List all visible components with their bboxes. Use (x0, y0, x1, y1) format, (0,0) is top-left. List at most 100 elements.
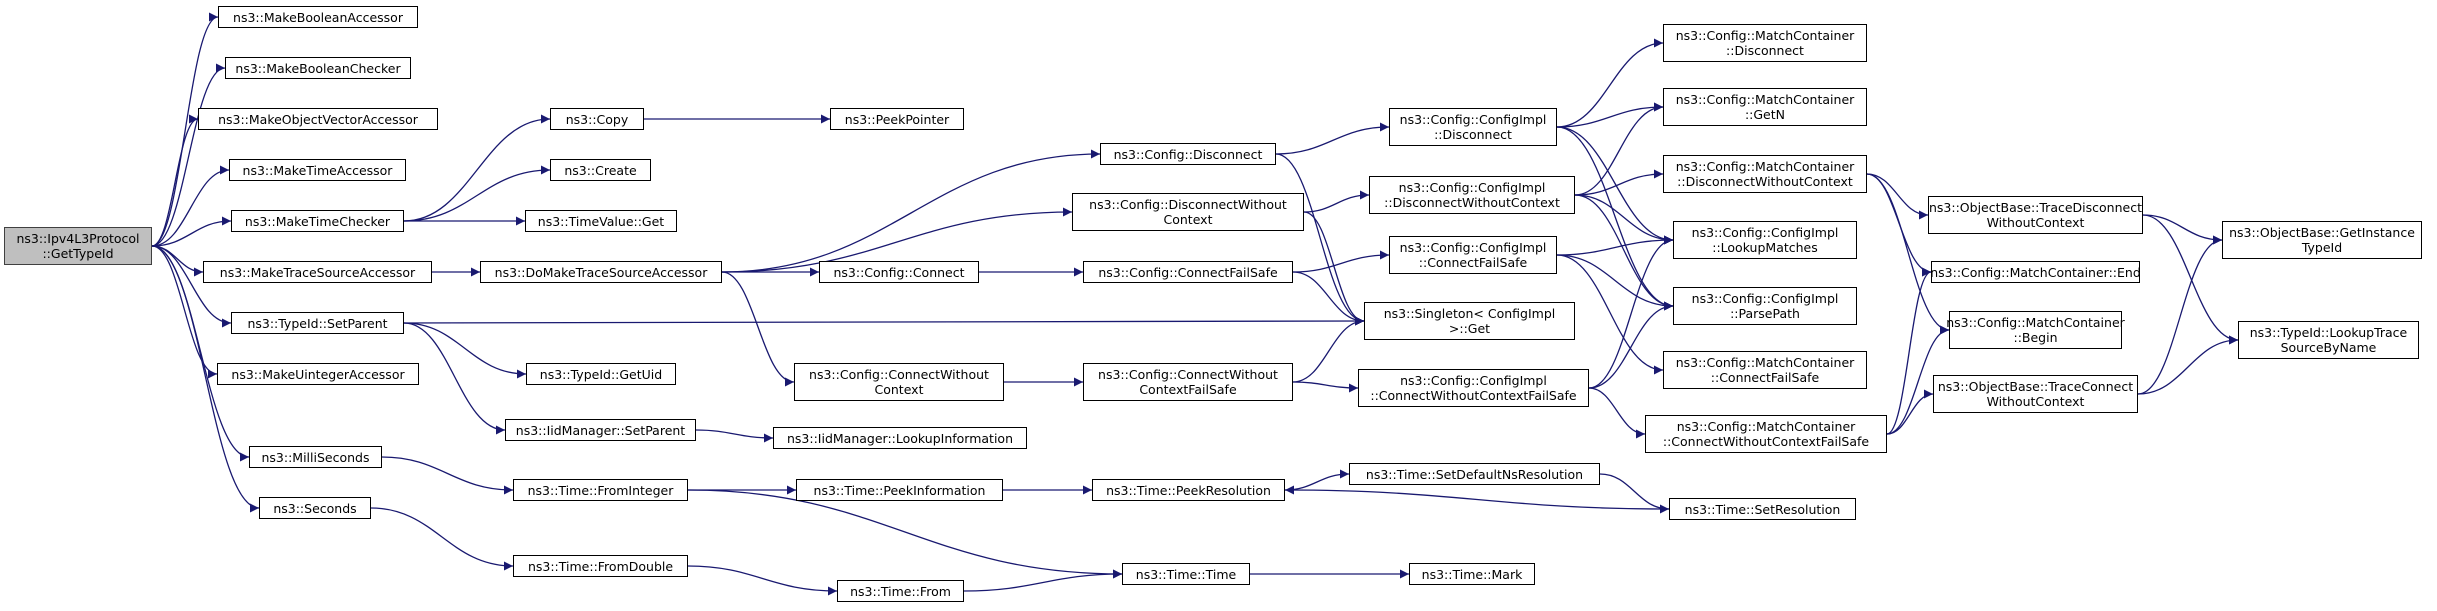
call-edge (721, 149, 1101, 273)
node-typeid-get-uid[interactable]: ns3::TypeId::GetUid (526, 363, 676, 385)
node-label: ns3::Time::PeekInformation (813, 482, 986, 498)
call-edge (403, 316, 1365, 326)
node-label: ns3::ObjectBase::TraceConnect WithoutCon… (1937, 379, 2134, 409)
node-seconds[interactable]: ns3::Seconds (259, 497, 371, 519)
node-make-boolean-accessor[interactable]: ns3::MakeBooleanAccessor (218, 6, 418, 28)
node-time-from[interactable]: ns3::Time::From (837, 580, 964, 602)
node-config-disconnect[interactable]: ns3::Config::Disconnect (1100, 143, 1276, 165)
call-edge (1556, 254, 1674, 311)
call-edge (151, 245, 218, 379)
node-configimpl-disconnect-without-context[interactable]: ns3::Config::ConfigImpl ::DisconnectWith… (1369, 176, 1575, 214)
node-label: ns3::Config::MatchContainer ::GetN (1675, 92, 1855, 122)
node-create[interactable]: ns3::Create (550, 159, 651, 181)
node-time-from-double[interactable]: ns3::Time::FromDouble (513, 555, 688, 577)
node-time-set-default-ns-resolution[interactable]: ns3::Time::SetDefaultNsResolution (1349, 463, 1600, 485)
node-time-mark[interactable]: ns3::Time::Mark (1409, 563, 1535, 585)
node-label: ns3::MakeBooleanChecker (235, 60, 401, 76)
node-make-time-accessor[interactable]: ns3::MakeTimeAccessor (229, 159, 406, 181)
node-config-connect-fail-safe[interactable]: ns3::Config::ConnectFailSafe (1083, 261, 1293, 283)
node-configimpl-connect-without-context-fail-safe[interactable]: ns3::Config::ConfigImpl ::ConnectWithout… (1358, 369, 1589, 407)
call-edge (1588, 387, 1646, 439)
node-configimpl-parse-path[interactable]: ns3::Config::ConfigImpl ::ParsePath (1673, 287, 1857, 325)
node-label: ns3::Time::Mark (1421, 566, 1523, 582)
node-configimpl-connect-fail-safe[interactable]: ns3::Config::ConfigImpl ::ConnectFailSaf… (1389, 236, 1557, 274)
node-ipv4l3protocol-gettypeid[interactable]: ns3::Ipv4L3Protocol ::GetTypeId (4, 227, 152, 265)
node-configimpl-disconnect[interactable]: ns3::Config::ConfigImpl ::Disconnect (1389, 108, 1557, 146)
node-make-time-checker[interactable]: ns3::MakeTimeChecker (231, 210, 404, 232)
call-edge (963, 569, 1123, 592)
call-edge (1556, 126, 1674, 311)
node-label: ns3::MakeObjectVectorAccessor (218, 111, 418, 127)
node-matchcontainer-connect-fail-safe[interactable]: ns3::Config::MatchContainer ::ConnectFai… (1663, 351, 1867, 389)
node-label: ns3::Time::FromInteger (527, 482, 674, 498)
call-edge (687, 565, 838, 596)
call-edge (151, 12, 219, 247)
call-edge (151, 165, 230, 247)
node-objectbase-trace-connect-without-context[interactable]: ns3::ObjectBase::TraceConnect WithoutCon… (1933, 375, 2138, 413)
node-iidmanager-set-parent[interactable]: ns3::IidManager::SetParent (505, 419, 696, 441)
node-time-peek-resolution[interactable]: ns3::Time::PeekResolution (1092, 479, 1285, 501)
node-make-boolean-checker[interactable]: ns3::MakeBooleanChecker (225, 57, 411, 79)
call-edge (1599, 473, 1670, 514)
node-label: ns3::Config::ConfigImpl ::ConnectWithout… (1370, 373, 1577, 403)
node-label: ns3::Time::SetResolution (1684, 501, 1841, 517)
node-do-make-trace-source-accessor[interactable]: ns3::DoMakeTraceSourceAccessor (480, 261, 722, 283)
node-label: ns3::Copy (565, 111, 629, 127)
node-configimpl-lookup-matches[interactable]: ns3::Config::ConfigImpl ::LookupMatches (1673, 221, 1857, 259)
node-config-connect[interactable]: ns3::Config::Connect (819, 261, 979, 283)
node-matchcontainer-end[interactable]: ns3::Config::MatchContainer::End (1930, 261, 2141, 283)
node-label: ns3::Config::ConfigImpl ::DisconnectWith… (1384, 180, 1560, 210)
call-edge (1292, 381, 1359, 393)
node-label: ns3::Config::ConnectFailSafe (1098, 264, 1278, 280)
call-edge (1556, 254, 1664, 375)
node-label: ns3::TypeId::LookupTrace SourceByName (2249, 325, 2408, 355)
node-time-time[interactable]: ns3::Time::Time (1122, 563, 1250, 585)
node-label: ns3::TypeId::SetParent (247, 315, 388, 331)
node-time-from-integer[interactable]: ns3::Time::FromInteger (513, 479, 688, 501)
call-edge (403, 322, 527, 379)
node-label: ns3::Config::MatchContainer ::Disconnect (1675, 28, 1855, 58)
call-edge (2142, 214, 2223, 245)
node-milliseconds[interactable]: ns3::MilliSeconds (249, 446, 382, 468)
node-peek-pointer[interactable]: ns3::PeekPointer (830, 108, 964, 130)
node-timevalue-get[interactable]: ns3::TimeValue::Get (525, 210, 677, 232)
node-config-disconnect-without-context[interactable]: ns3::Config::DisconnectWithout Context (1072, 193, 1304, 231)
call-edge (370, 507, 514, 571)
node-matchcontainer-getn[interactable]: ns3::Config::MatchContainer ::GetN (1663, 88, 1867, 126)
node-copy[interactable]: ns3::Copy (550, 108, 644, 130)
node-matchcontainer-disconnect-without-context[interactable]: ns3::Config::MatchContainer ::Disconnect… (1663, 155, 1867, 193)
node-time-set-resolution[interactable]: ns3::Time::SetResolution (1669, 498, 1856, 520)
call-edge (1886, 267, 1932, 435)
node-label: ns3::Time::Time (1135, 566, 1237, 582)
call-edge (151, 216, 232, 247)
node-config-connect-without-context-fail-safe[interactable]: ns3::Config::ConnectWithout ContextFailS… (1083, 363, 1293, 401)
node-label: ns3::Config::ConfigImpl ::ConnectFailSaf… (1399, 240, 1547, 270)
call-edge (1866, 173, 1950, 335)
node-singleton-configimpl-get[interactable]: ns3::Singleton< ConfigImpl >::Get (1364, 302, 1575, 340)
node-objectbase-get-instance-typeid[interactable]: ns3::ObjectBase::GetInstance TypeId (2222, 221, 2422, 259)
call-edge (687, 489, 1123, 579)
node-label: ns3::MakeTimeChecker (244, 213, 391, 229)
node-matchcontainer-connect-without-context-fail-safe[interactable]: ns3::Config::MatchContainer ::ConnectWit… (1645, 415, 1887, 453)
call-edge (1588, 235, 1674, 389)
node-objectbase-trace-disconnect-without-context[interactable]: ns3::ObjectBase::TraceDisconnect Without… (1928, 196, 2143, 234)
call-edge (1556, 38, 1664, 128)
call-edge (721, 207, 1073, 273)
node-typeid-set-parent[interactable]: ns3::TypeId::SetParent (231, 312, 404, 334)
node-label: ns3::Config::ConfigImpl ::Disconnect (1399, 112, 1547, 142)
node-iidmanager-lookup-information[interactable]: ns3::IidManager::LookupInformation (773, 427, 1027, 449)
call-edge (2137, 235, 2223, 395)
node-label: ns3::Config::ConnectWithout Context (809, 367, 989, 397)
call-edge (403, 322, 506, 435)
node-label: ns3::Config::MatchContainer ::Begin (1946, 315, 2125, 345)
node-typeid-lookup-trace-source-by-name[interactable]: ns3::TypeId::LookupTrace SourceByName (2238, 321, 2419, 359)
node-make-object-vector-accessor[interactable]: ns3::MakeObjectVectorAccessor (198, 108, 438, 130)
call-edge (1588, 301, 1674, 389)
node-label: ns3::DoMakeTraceSourceAccessor (494, 264, 708, 280)
node-matchcontainer-disconnect[interactable]: ns3::Config::MatchContainer ::Disconnect (1663, 24, 1867, 62)
node-matchcontainer-begin[interactable]: ns3::Config::MatchContainer ::Begin (1946, 311, 2125, 349)
node-config-connect-without-context[interactable]: ns3::Config::ConnectWithout Context (794, 363, 1004, 401)
node-time-peek-information[interactable]: ns3::Time::PeekInformation (796, 479, 1003, 501)
node-make-uinteger-accessor[interactable]: ns3::MakeUintegerAccessor (217, 363, 419, 385)
node-make-trace-source-accessor[interactable]: ns3::MakeTraceSourceAccessor (203, 261, 432, 283)
